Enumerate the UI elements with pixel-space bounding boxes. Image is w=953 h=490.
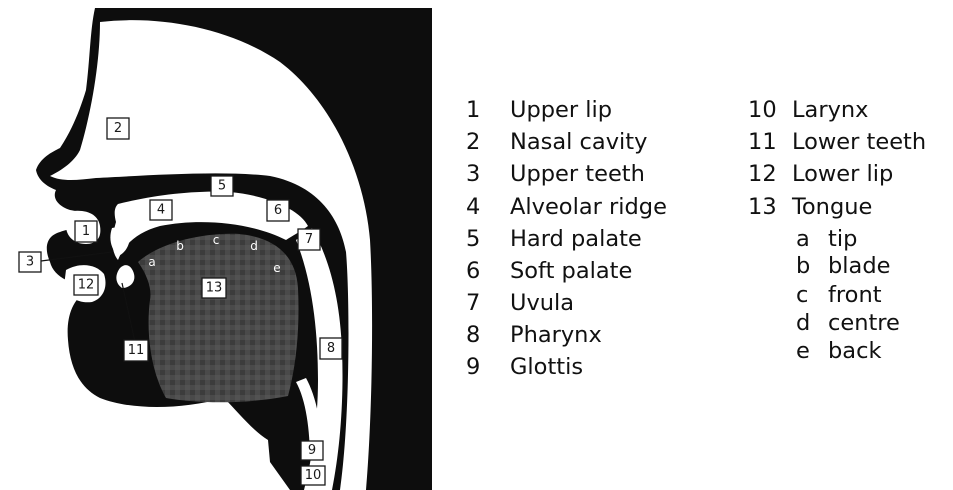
svg-text:12: 12 — [748, 161, 777, 187]
svg-text:back: back — [828, 338, 881, 364]
svg-text:7: 7 — [466, 290, 480, 316]
svg-text:Lower lip: Lower lip — [792, 161, 893, 187]
callout-c11: 11 — [124, 340, 148, 361]
callout-c7: 7 — [298, 229, 320, 250]
svg-text:5: 5 — [218, 179, 226, 194]
svg-text:6: 6 — [466, 258, 480, 284]
legend-item: 6 Soft palate — [466, 258, 632, 284]
legend-column-right: 10 Larynx 11 Lower teeth 12 Lower lip 13… — [748, 97, 926, 364]
callout-c6: 6 — [267, 200, 289, 221]
svg-text:a: a — [796, 226, 810, 252]
svg-text:7: 7 — [305, 232, 313, 247]
tongue-part-item: a tip — [796, 226, 857, 252]
tongue-part-item: b blade — [796, 253, 890, 279]
svg-text:2: 2 — [114, 121, 122, 136]
svg-text:front: front — [828, 282, 882, 308]
svg-text:12: 12 — [78, 278, 95, 293]
svg-text:Nasal cavity: Nasal cavity — [510, 129, 647, 155]
tongue-part-item: d centre — [796, 310, 900, 336]
legend-item: 12 Lower lip — [748, 161, 893, 187]
tongue-letter-a: a — [148, 255, 155, 269]
svg-text:4: 4 — [157, 203, 165, 218]
callout-c10: 10 — [301, 466, 325, 485]
svg-text:8: 8 — [327, 341, 335, 356]
svg-text:Pharynx: Pharynx — [510, 322, 602, 348]
svg-text:6: 6 — [274, 203, 282, 218]
svg-text:e: e — [796, 338, 810, 364]
legend-item: 2 Nasal cavity — [466, 129, 647, 155]
svg-text:10: 10 — [748, 97, 777, 123]
legend-item: 1 Upper lip — [466, 97, 612, 123]
legend: 1 Upper lip 2 Nasal cavity 3 Upper teeth… — [466, 97, 926, 380]
svg-text:13: 13 — [748, 194, 777, 220]
svg-text:Upper lip: Upper lip — [510, 97, 612, 123]
svg-text:Soft palate: Soft palate — [510, 258, 632, 284]
callout-c9: 9 — [301, 441, 323, 460]
svg-text:b: b — [796, 253, 810, 279]
svg-text:8: 8 — [466, 322, 480, 348]
svg-text:c: c — [796, 282, 808, 308]
tongue-letter-d: d — [250, 239, 258, 253]
svg-text:1: 1 — [82, 224, 90, 239]
svg-text:11: 11 — [748, 129, 777, 155]
svg-text:tip: tip — [828, 226, 857, 252]
svg-text:9: 9 — [308, 443, 316, 458]
svg-text:9: 9 — [466, 354, 480, 380]
svg-text:13: 13 — [206, 281, 223, 296]
svg-text:Alveolar ridge: Alveolar ridge — [510, 194, 667, 220]
svg-text:10: 10 — [305, 468, 322, 483]
svg-text:Larynx: Larynx — [792, 97, 868, 123]
legend-column-left: 1 Upper lip 2 Nasal cavity 3 Upper teeth… — [466, 97, 667, 380]
tongue-letter-b: b — [176, 239, 184, 253]
callout-c4: 4 — [150, 200, 172, 220]
callout-c12: 12 — [74, 275, 98, 295]
callout-c3: 3 — [19, 252, 41, 272]
legend-item: 11 Lower teeth — [748, 129, 926, 155]
legend-item: 13 Tongue — [748, 194, 872, 220]
legend-item: 3 Upper teeth — [466, 161, 645, 187]
callout-c8: 8 — [320, 338, 342, 359]
callout-c1: 1 — [75, 221, 97, 242]
legend-item: 4 Alveolar ridge — [466, 194, 667, 220]
tongue-part-item: c front — [796, 282, 882, 308]
svg-text:centre: centre — [828, 310, 900, 336]
legend-item: 7 Uvula — [466, 290, 574, 316]
svg-text:4: 4 — [466, 194, 480, 220]
svg-text:3: 3 — [26, 255, 34, 270]
svg-text:11: 11 — [128, 343, 145, 358]
svg-text:d: d — [796, 310, 810, 336]
tongue-letter-c: c — [213, 233, 220, 247]
legend-item: 9 Glottis — [466, 354, 583, 380]
legend-item: 8 Pharynx — [466, 322, 602, 348]
svg-text:Tongue: Tongue — [791, 194, 872, 220]
head-cross-section — [36, 8, 432, 490]
tongue — [138, 234, 299, 402]
svg-text:2: 2 — [466, 129, 480, 155]
svg-text:1: 1 — [466, 97, 480, 123]
svg-text:3: 3 — [466, 161, 480, 187]
svg-text:blade: blade — [828, 253, 890, 279]
callout-c13: 13 — [202, 278, 226, 298]
legend-item: 5 Hard palate — [466, 226, 642, 252]
tongue-part-item: e back — [796, 338, 881, 364]
svg-text:5: 5 — [466, 226, 480, 252]
legend-item: 10 Larynx — [748, 97, 868, 123]
svg-text:Lower teeth: Lower teeth — [792, 129, 926, 155]
tongue-letter-e: e — [273, 261, 280, 275]
svg-text:Hard palate: Hard palate — [510, 226, 642, 252]
callout-c2: 2 — [107, 118, 129, 139]
svg-text:Glottis: Glottis — [510, 354, 583, 380]
callout-c5: 5 — [211, 176, 233, 196]
svg-text:Uvula: Uvula — [510, 290, 574, 316]
svg-text:Upper teeth: Upper teeth — [510, 161, 645, 187]
